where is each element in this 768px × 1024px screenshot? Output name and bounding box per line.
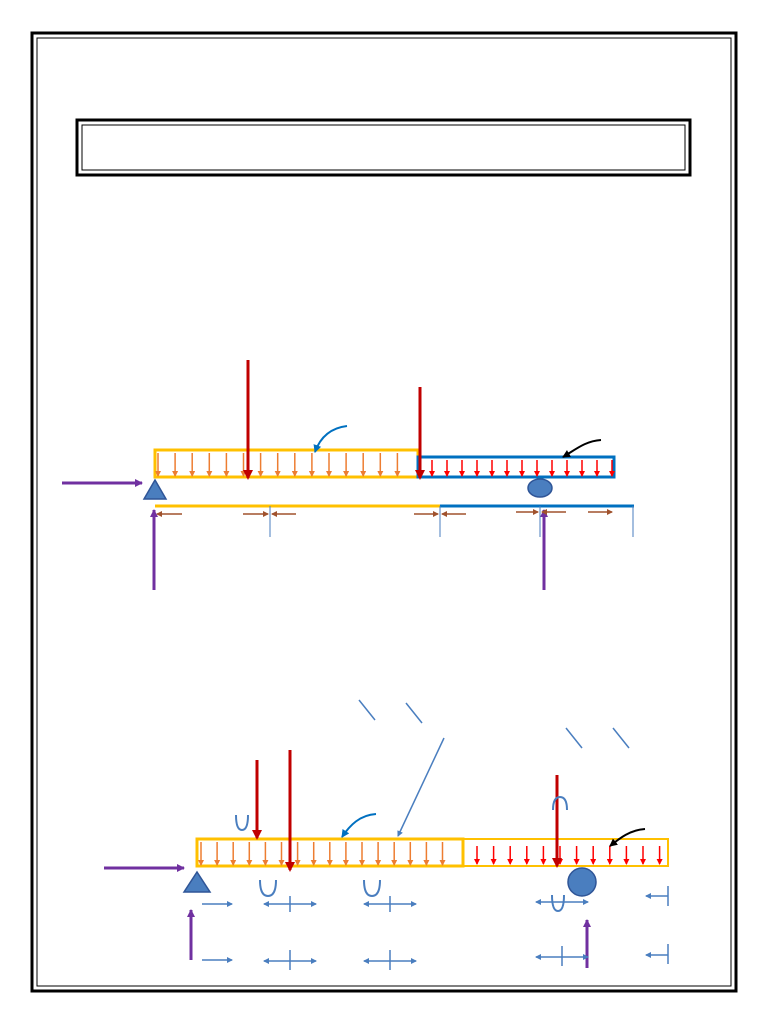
dimension-marks (202, 886, 669, 970)
beam-diagram-1 (62, 360, 634, 590)
udl-pointer-black (609, 828, 646, 847)
udl-pointer-blue (313, 425, 348, 453)
moment-icon (235, 795, 568, 913)
udl-right-frame (462, 838, 669, 867)
beam-diagram-2 (104, 699, 669, 970)
udl-right-arrows (474, 846, 663, 865)
page-frame (30, 31, 738, 993)
dimension-arrows (156, 509, 613, 517)
udl-left-arrows (198, 842, 446, 866)
section-pointer (397, 737, 445, 837)
udl-right-arrows (429, 460, 615, 477)
pin-support-icon (142, 478, 168, 500)
roller-support-icon (527, 478, 553, 498)
roller-support-icon (567, 867, 597, 897)
pin-support-icon (182, 870, 212, 893)
udl-right-frame (416, 455, 616, 479)
title-box (75, 118, 692, 177)
page-frame-inner (36, 37, 732, 987)
dimension-ticks (269, 506, 634, 537)
udl-pointer-blue (341, 813, 377, 838)
udl-pointer-black (562, 439, 602, 458)
section-marks (358, 699, 630, 749)
udl-left-arrows (155, 453, 401, 477)
udl-left-frame (153, 448, 420, 479)
